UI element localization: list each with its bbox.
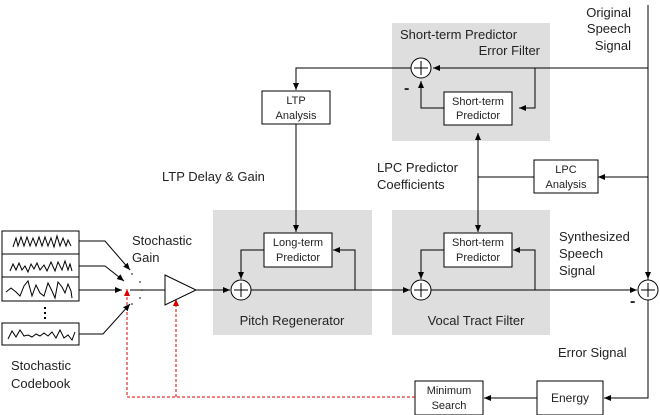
lpc-analysis-label-2: Analysis [546,179,587,191]
minus-sign: - [404,80,409,97]
synth-label-3: Signal [559,263,595,278]
wire-to-ltp-analysis [293,67,411,90]
wire-pitch-feedback [333,247,356,290]
synth-label-1: Synthesized [559,229,630,244]
wire-code-1 [79,240,131,271]
minus-sign-final: - [630,293,635,310]
codebook-selector-switch[interactable] [131,273,143,305]
codebook-entry-2[interactable] [1,253,80,278]
ltp-delay-gain-label: LTP Delay & Gain [162,169,265,184]
ltp-analysis-block[interactable] [261,90,331,125]
ltp-analysis-label-1: LTP [286,95,305,107]
stp-error-block-label-2: Predictor [456,110,500,122]
ltp-analysis-label-2: Analysis [276,110,317,122]
wire-ltp-to-pitch-sum [238,249,264,279]
stochastic-gain-amplifier[interactable] [164,274,198,306]
energy-block[interactable] [536,380,604,415]
original-speech-label-2: Speech [587,21,631,36]
long-term-predictor-label-2: Predictor [276,252,320,264]
minimum-search-label-2: Search [432,400,467,412]
lpc-analysis-block[interactable] [533,159,599,194]
codebook-entry-n[interactable] [1,322,80,346]
stochastic-codebook-label-2: Codebook [11,376,71,391]
original-speech-label-3: Signal [595,38,631,53]
stochastic-gain-label-2: Gain [132,250,159,265]
minimum-search-label-1: Minimum [427,385,472,397]
long-term-predictor-label-1: Long-term [273,237,323,249]
vocal-tract-filter-label: Vocal Tract Filter [428,313,525,328]
stp-vocal-block[interactable] [443,232,513,268]
wire-error-to-energy [604,300,649,401]
energy-label: Energy [551,391,589,405]
original-speech-label-1: Original [586,5,631,20]
stochastic-codebook-label-1: Stochastic [11,358,71,373]
lpc-coefficients-label-2: Coefficients [377,177,445,192]
stp-error-filter-label-2: Error Filter [479,43,541,58]
codebook-entry-3[interactable] [1,276,80,302]
codebook-entry-1[interactable] [1,230,80,255]
wire-code-n [79,303,131,335]
stochastic-gain-label-1: Stochastic [132,233,192,248]
lpc-coefficients-label-1: LPC Predictor [377,160,459,175]
pitch-regenerator-label: Pitch Regenerator [240,313,345,328]
long-term-predictor-block[interactable] [263,232,333,268]
minimum-search-block[interactable] [414,380,484,415]
stp-vocal-label-2: Predictor [456,252,500,264]
error-signal-label: Error Signal [558,345,627,360]
stp-error-block-label-1: Short-term [452,96,504,108]
lpc-analysis-label-1: LPC [555,164,576,176]
stp-vocal-label-1: Short-term [452,237,504,249]
wire-code-2 [79,265,125,282]
codebook-ellipsis [44,307,46,319]
synth-label-2: Speech [559,246,603,261]
wire-stp-to-vocal-sum [418,249,444,279]
wire-vocal-feedback [513,247,536,290]
stp-error-filter-label-1: Short-term Predictor [400,27,518,42]
wire-to-stp-error [519,68,536,111]
feedback-to-codebook-select [124,289,415,398]
wire-stp-error-to-sum [418,81,444,109]
stp-error-block[interactable] [443,91,513,126]
